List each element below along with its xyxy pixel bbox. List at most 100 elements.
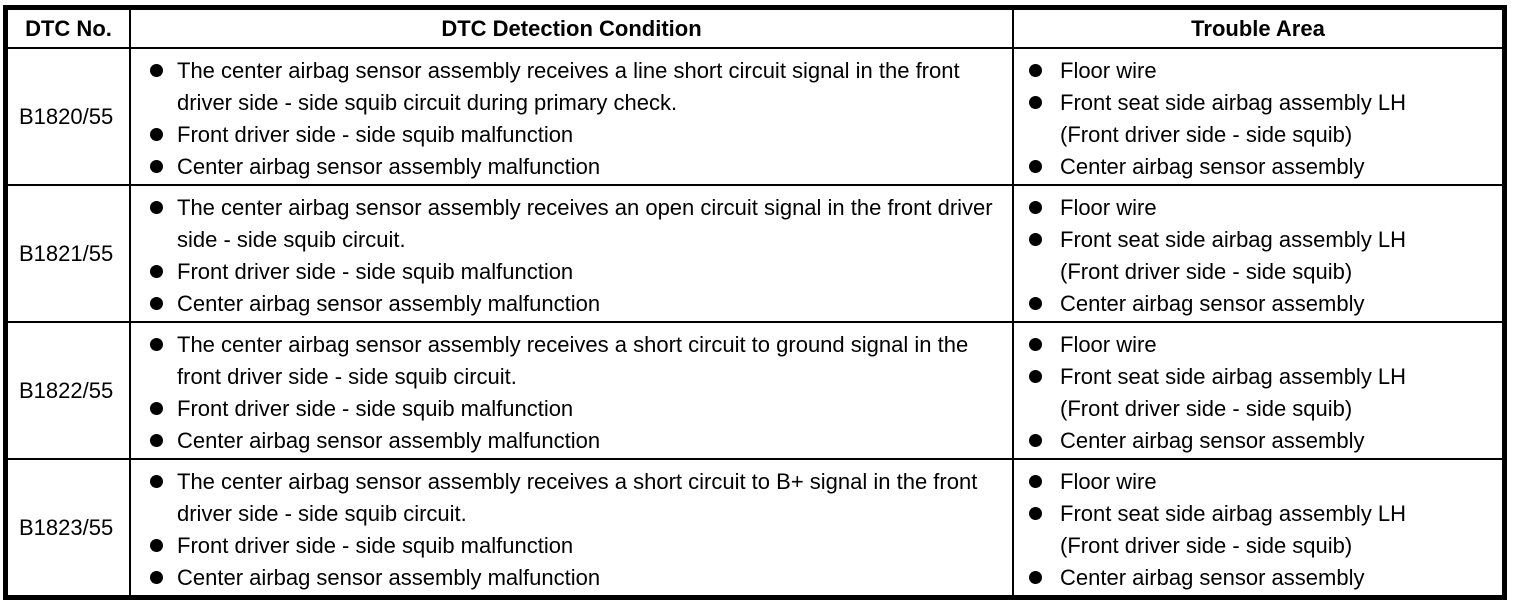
- bullet-icon: [150, 64, 163, 77]
- header-detection-condition: DTC Detection Condition: [129, 10, 1012, 47]
- trouble-text-subline: (Front driver side - side squib): [1060, 259, 1353, 284]
- dtc-number-cell: B1823/55: [8, 460, 129, 595]
- trouble-text-subline: (Front driver side - side squib): [1060, 122, 1353, 147]
- bullet-icon: [1029, 338, 1042, 351]
- condition-text: The center airbag sensor assembly receiv…: [177, 195, 993, 252]
- table-row: B1820/55 The center airbag sensor assemb…: [8, 47, 1502, 184]
- dtc-number: B1822/55: [19, 377, 114, 403]
- bullet-icon: [1029, 370, 1042, 383]
- list-item: The center airbag sensor assembly receiv…: [131, 329, 1000, 393]
- dtc-number-cell: B1822/55: [8, 323, 129, 458]
- list-item: Center airbag sensor assembly malfunctio…: [131, 562, 1000, 594]
- bullet-icon: [150, 128, 163, 141]
- dtc-number: B1823/55: [19, 514, 114, 540]
- trouble-area-cell: Floor wire Front seat side airbag assemb…: [1012, 323, 1502, 458]
- trouble-text: Front seat side airbag assembly LH (Fron…: [1060, 498, 1490, 562]
- detection-condition-cell: The center airbag sensor assembly receiv…: [129, 49, 1012, 184]
- trouble-text: Floor wire: [1060, 58, 1157, 83]
- condition-text: The center airbag sensor assembly receiv…: [177, 58, 960, 115]
- list-item: The center airbag sensor assembly receiv…: [131, 55, 1000, 119]
- table-header-row: DTC No. DTC Detection Condition Trouble …: [8, 10, 1502, 47]
- trouble-text-line: Front seat side airbag assembly LH: [1060, 501, 1407, 526]
- list-item: Floor wire: [1014, 466, 1490, 498]
- dtc-number-cell: B1821/55: [8, 186, 129, 321]
- bullet-icon: [1029, 475, 1042, 488]
- condition-text: Center airbag sensor assembly malfunctio…: [177, 428, 601, 453]
- bullet-icon: [150, 539, 163, 552]
- condition-text: Center airbag sensor assembly malfunctio…: [177, 291, 601, 316]
- list-item: Floor wire: [1014, 192, 1490, 224]
- list-item: Front seat side airbag assembly LH (Fron…: [1014, 361, 1490, 425]
- bullet-icon: [150, 297, 163, 310]
- trouble-text: Floor wire: [1060, 332, 1157, 357]
- trouble-text: Front seat side airbag assembly LH (Fron…: [1060, 87, 1490, 151]
- detection-condition-cell: The center airbag sensor assembly receiv…: [129, 323, 1012, 458]
- list-item: Center airbag sensor assembly malfunctio…: [131, 151, 1000, 183]
- condition-text: The center airbag sensor assembly receiv…: [177, 332, 969, 389]
- header-dtc-no: DTC No.: [25, 15, 112, 41]
- bullet-icon: [150, 475, 163, 488]
- dtc-number: B1821/55: [19, 240, 114, 266]
- list-item: Floor wire: [1014, 329, 1490, 361]
- bullet-icon: [150, 571, 163, 584]
- list-item: Front seat side airbag assembly LH (Fron…: [1014, 87, 1490, 151]
- bullet-icon: [150, 201, 163, 214]
- bullet-icon: [1029, 201, 1042, 214]
- list-item: Front driver side - side squib malfuncti…: [131, 530, 1000, 562]
- bullet-icon: [1029, 96, 1042, 109]
- list-item: The center airbag sensor assembly receiv…: [131, 466, 1000, 530]
- list-item: Floor wire: [1014, 55, 1490, 87]
- bullet-icon: [150, 338, 163, 351]
- bullet-icon: [150, 265, 163, 278]
- list-item: Center airbag sensor assembly: [1014, 425, 1490, 457]
- list-item: Front seat side airbag assembly LH (Fron…: [1014, 498, 1490, 562]
- table-row: B1822/55 The center airbag sensor assemb…: [8, 321, 1502, 458]
- detection-condition-cell: The center airbag sensor assembly receiv…: [129, 460, 1012, 595]
- trouble-text-line: Front seat side airbag assembly LH: [1060, 227, 1407, 252]
- list-item: Front seat side airbag assembly LH (Fron…: [1014, 224, 1490, 288]
- trouble-text: Center airbag sensor assembly: [1060, 565, 1365, 590]
- list-item: Center airbag sensor assembly: [1014, 151, 1490, 183]
- condition-text: The center airbag sensor assembly receiv…: [177, 469, 978, 526]
- trouble-text-line: Front seat side airbag assembly LH: [1060, 364, 1407, 389]
- list-item: Front driver side - side squib malfuncti…: [131, 393, 1000, 425]
- bullet-icon: [150, 160, 163, 173]
- bullet-icon: [1029, 507, 1042, 520]
- trouble-text-subline: (Front driver side - side squib): [1060, 533, 1353, 558]
- condition-text: Front driver side - side squib malfuncti…: [177, 533, 574, 558]
- list-item: Front driver side - side squib malfuncti…: [131, 119, 1000, 151]
- bullet-icon: [1029, 64, 1042, 77]
- bullet-icon: [1029, 434, 1042, 447]
- trouble-text: Front seat side airbag assembly LH (Fron…: [1060, 224, 1490, 288]
- condition-text: Front driver side - side squib malfuncti…: [177, 122, 574, 147]
- trouble-text: Center airbag sensor assembly: [1060, 154, 1365, 179]
- condition-text: Center airbag sensor assembly malfunctio…: [177, 154, 601, 179]
- bullet-icon: [150, 402, 163, 415]
- table-row: B1823/55 The center airbag sensor assemb…: [8, 458, 1502, 595]
- dtc-table: DTC No. DTC Detection Condition Trouble …: [3, 5, 1507, 600]
- list-item: Center airbag sensor assembly malfunctio…: [131, 425, 1000, 457]
- trouble-text-subline: (Front driver side - side squib): [1060, 396, 1353, 421]
- list-item: Center airbag sensor assembly malfunctio…: [131, 288, 1000, 320]
- trouble-text: Floor wire: [1060, 195, 1157, 220]
- condition-text: Center airbag sensor assembly malfunctio…: [177, 565, 601, 590]
- bullet-icon: [1029, 297, 1042, 310]
- condition-text: Front driver side - side squib malfuncti…: [177, 259, 574, 284]
- list-item: Center airbag sensor assembly: [1014, 288, 1490, 320]
- list-item: Center airbag sensor assembly: [1014, 562, 1490, 594]
- trouble-area-cell: Floor wire Front seat side airbag assemb…: [1012, 186, 1502, 321]
- bullet-icon: [1029, 160, 1042, 173]
- table-row: B1821/55 The center airbag sensor assemb…: [8, 184, 1502, 321]
- trouble-area-cell: Floor wire Front seat side airbag assemb…: [1012, 460, 1502, 595]
- dtc-number: B1820/55: [19, 103, 114, 129]
- bullet-icon: [1029, 233, 1042, 246]
- bullet-icon: [150, 434, 163, 447]
- dtc-number-cell: B1820/55: [8, 49, 129, 184]
- trouble-text-line: Front seat side airbag assembly LH: [1060, 90, 1407, 115]
- trouble-area-cell: Floor wire Front seat side airbag assemb…: [1012, 49, 1502, 184]
- list-item: The center airbag sensor assembly receiv…: [131, 192, 1000, 256]
- bullet-icon: [1029, 571, 1042, 584]
- header-trouble-area: Trouble Area: [1012, 10, 1502, 47]
- trouble-text: Center airbag sensor assembly: [1060, 291, 1365, 316]
